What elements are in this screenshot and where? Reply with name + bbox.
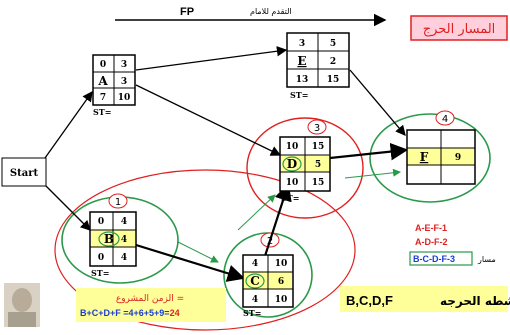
- critical-path-title-box: [410, 15, 508, 41]
- node-f: F 9: [406, 129, 476, 185]
- svg-text:5: 5: [315, 160, 321, 170]
- svg-text:4: 4: [252, 295, 258, 305]
- arrow-a-e: [135, 46, 288, 71]
- svg-text:B: B: [104, 232, 114, 246]
- svg-text:4: 4: [121, 253, 127, 263]
- fp-label: FP: [180, 6, 194, 18]
- st-b: ST=: [91, 268, 109, 278]
- critical-activities-label: انشطه الحرجه: [440, 294, 510, 308]
- green-arrow-c-d: [237, 194, 276, 231]
- svg-text:E: E: [297, 54, 306, 68]
- svg-text:2: 2: [330, 57, 336, 67]
- arrow-d-f: [329, 142, 409, 161]
- svg-text:15: 15: [327, 75, 340, 85]
- project-time-formula: B+C+D+F =4+6+5+9=24: [80, 308, 180, 318]
- svg-text:10: 10: [275, 295, 288, 305]
- svg-text:0: 0: [100, 60, 106, 70]
- svg-text:C: C: [250, 274, 260, 288]
- project-time-total: 24: [170, 308, 180, 318]
- node-a: 0 3 A 3 7 10 ST=: [92, 54, 136, 117]
- path-3-box: [409, 251, 473, 266]
- start-node: [1, 157, 47, 187]
- st-e: ST=: [290, 90, 308, 100]
- arrow-b-c: [135, 243, 246, 282]
- green-arrow-b-c: [177, 241, 219, 263]
- svg-text:F: F: [420, 150, 429, 164]
- badge-1: 1: [108, 193, 128, 209]
- svg-text:10: 10: [286, 142, 299, 152]
- circle-d: [246, 117, 364, 219]
- project-time-label: الزمن المشروع =: [116, 294, 184, 304]
- svg-text:A: A: [97, 74, 108, 88]
- svg-text:D: D: [287, 157, 297, 171]
- svg-text:1: 1: [115, 197, 121, 208]
- node-b: 0 4 B 4 0 4 ST=: [89, 211, 137, 278]
- arrow-start-a: [44, 90, 93, 159]
- svg-text:10: 10: [118, 93, 131, 103]
- critical-activities-value: B,C,D,F: [346, 293, 393, 308]
- arrow-e-f: [349, 69, 406, 136]
- critical-activities-box: [340, 286, 508, 312]
- path-1: A-E-F-1: [415, 223, 447, 233]
- node-e: 3 5 E 2 13 15 ST=: [286, 32, 350, 100]
- svg-text:7: 7: [100, 93, 106, 103]
- svg-text:3: 3: [314, 123, 320, 134]
- start-label: Start: [10, 168, 39, 179]
- svg-text:5: 5: [330, 39, 336, 49]
- arrow-c-d: [263, 182, 292, 257]
- path-label: مسار: [477, 255, 496, 264]
- svg-text:3: 3: [121, 60, 127, 70]
- svg-text:4: 4: [121, 217, 127, 227]
- critical-path-title: المسار الحرج: [423, 22, 496, 37]
- badge-3: 3: [307, 119, 327, 135]
- st-d: ST=: [281, 193, 299, 203]
- arrow-start-b: [44, 184, 91, 231]
- critical-region-ellipse: [54, 169, 356, 331]
- svg-text:15: 15: [312, 178, 325, 188]
- svg-text:4: 4: [442, 114, 448, 125]
- st-c: ST=: [243, 308, 261, 318]
- svg-text:13: 13: [296, 75, 309, 85]
- svg-text:3: 3: [299, 39, 305, 49]
- path-2: A-D-F-2: [415, 237, 448, 247]
- st-a: ST=: [93, 107, 111, 117]
- svg-text:6: 6: [278, 277, 284, 287]
- arrow-a-d: [135, 84, 282, 156]
- svg-text:4: 4: [252, 259, 258, 269]
- svg-text:15: 15: [312, 142, 325, 152]
- project-time-box: [76, 288, 226, 322]
- green-arrow-d-f: [344, 168, 401, 179]
- svg-text:3: 3: [121, 77, 127, 87]
- svg-text:10: 10: [286, 178, 299, 188]
- svg-text:0: 0: [98, 217, 104, 227]
- svg-text:0: 0: [98, 253, 104, 263]
- path-3: B-C-D-F-3: [413, 254, 455, 264]
- svg-text:4: 4: [121, 235, 127, 245]
- circle-f: [369, 113, 491, 203]
- person-photo: [4, 283, 40, 327]
- badge-4: 4: [435, 110, 455, 126]
- svg-text:10: 10: [275, 259, 288, 269]
- forward-text: التقدم للامام: [250, 7, 292, 16]
- node-c: 4 10 C 6 4 10 ST=: [242, 254, 294, 318]
- node-d: 10 15 D 5 10 15 ST=: [279, 136, 331, 203]
- svg-text:9: 9: [455, 153, 461, 163]
